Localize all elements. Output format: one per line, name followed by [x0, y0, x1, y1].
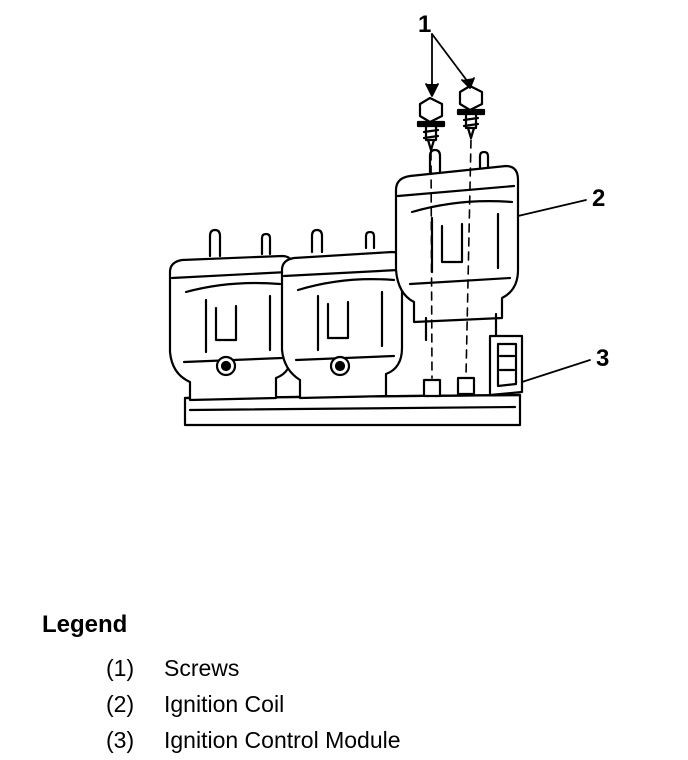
- legend-item-ignition-control-module: (3) Ignition Control Module: [42, 722, 642, 758]
- callout-label-3: 3: [596, 345, 609, 372]
- legend-item-screws: (1) Screws: [42, 650, 642, 686]
- alignment-lines: [430, 139, 472, 379]
- legend-title: Legend: [42, 611, 128, 638]
- legend-item-label: Ignition Control Module: [164, 727, 401, 753]
- screw-left: [416, 96, 446, 152]
- legend-item-label: Screws: [164, 655, 240, 681]
- callout-label-1: 1: [418, 11, 431, 38]
- ignition-control-module: [183, 334, 524, 427]
- ignition-coil-left: [168, 228, 294, 402]
- legend-item-number: (3): [106, 727, 135, 753]
- callout-leaders: [425, 33, 591, 383]
- ignition-assembly-diagram: 1 2 3: [168, 11, 609, 427]
- legend-item-ignition-coil: (2) Ignition Coil: [42, 686, 642, 722]
- legend-item-number: (2): [106, 691, 135, 717]
- legend-item-number: (1): [106, 655, 135, 681]
- ignition-coil-middle: [280, 228, 404, 400]
- legend: Legend (1) Screws (2) Ignition Coil (3) …: [42, 610, 642, 758]
- ignition-coil-raised: [394, 148, 520, 342]
- screw-right: [456, 84, 486, 140]
- legend-item-label: Ignition Coil: [164, 691, 285, 717]
- callout-label-2: 2: [592, 185, 605, 212]
- mounting-bosses: [422, 376, 476, 398]
